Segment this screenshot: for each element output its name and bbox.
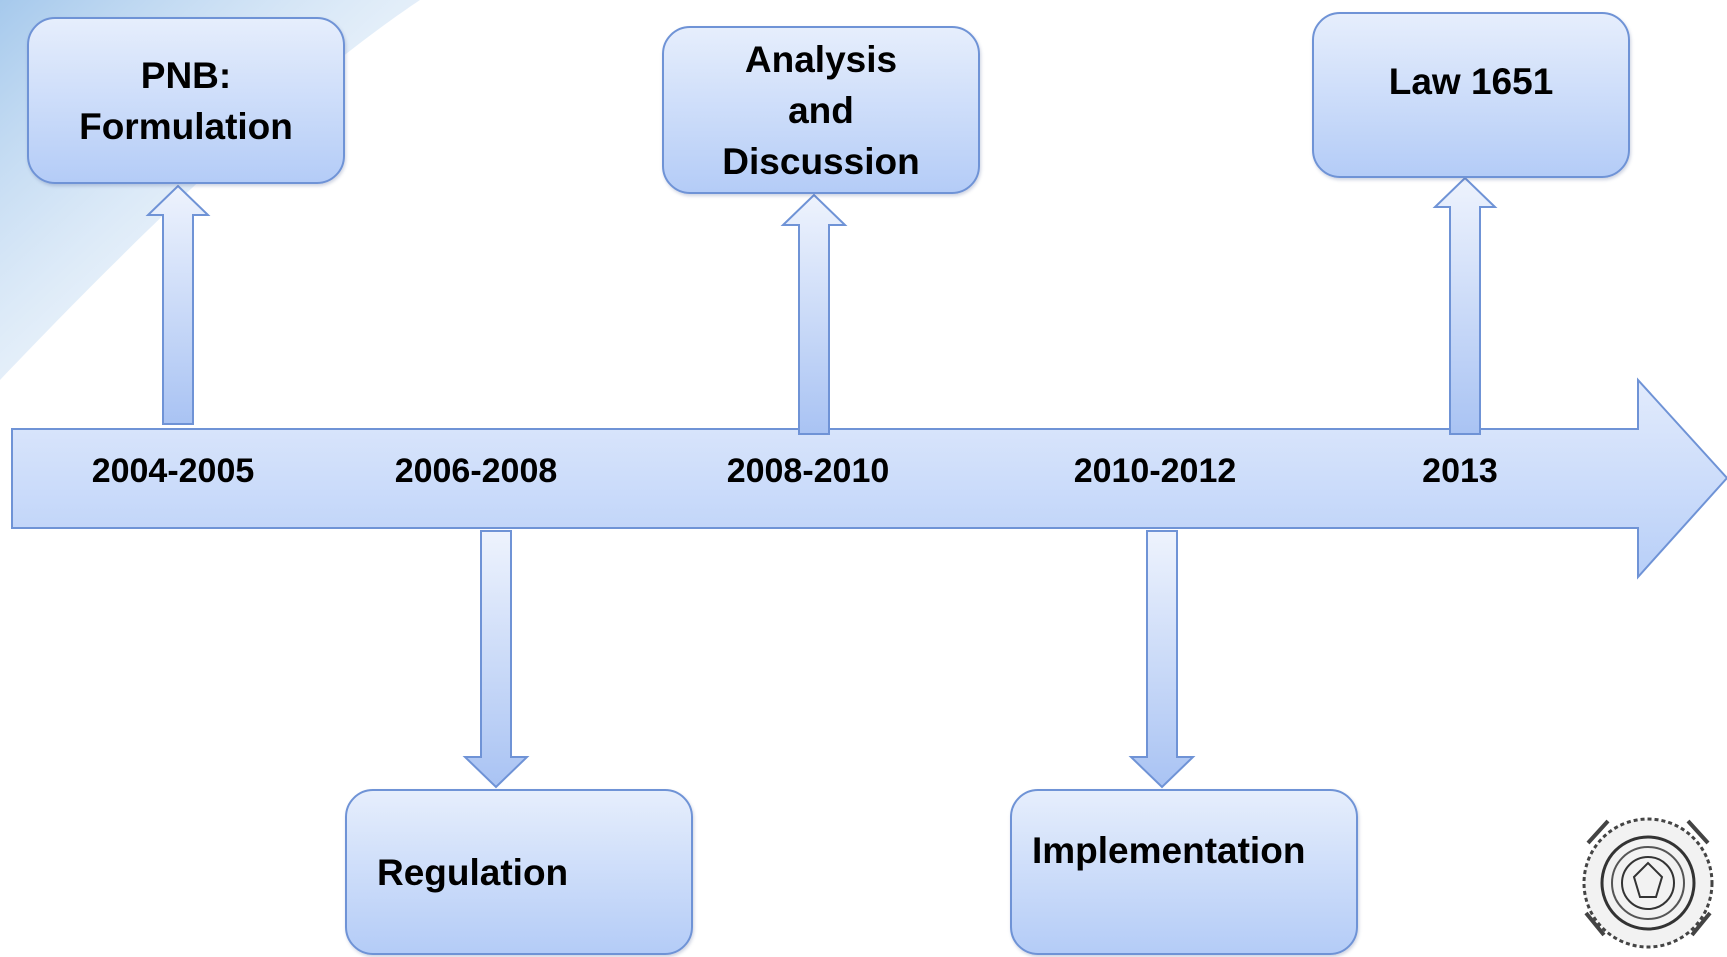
- arrow-down-2: [462, 530, 530, 789]
- event-label: Implementation: [1032, 830, 1306, 871]
- seal-icon: [1582, 817, 1714, 949]
- event-label: and: [788, 89, 854, 131]
- year-label: 2008-2010: [726, 452, 890, 490]
- event-box-regulation: Regulation: [345, 789, 693, 955]
- year-label: 2006-2008: [394, 452, 558, 490]
- timeline-bar: [11, 377, 1727, 580]
- arrow-up-5: [1432, 176, 1498, 435]
- arrow-down-4: [1128, 530, 1196, 789]
- event-box-analysis-discussion: Analysis and Discussion: [662, 26, 980, 194]
- event-label: Law 1651: [1388, 61, 1554, 102]
- year-label: 2004-2005: [91, 452, 255, 490]
- event-box-implementation: Implementation: [1010, 789, 1358, 955]
- year-label: 2013: [1422, 452, 1498, 490]
- event-label: PNB:: [140, 54, 232, 96]
- event-box-law-1651: Law 1651: [1312, 12, 1630, 178]
- event-label: Formulation: [79, 105, 293, 147]
- event-box-pnb-formulation: PNB: Formulation: [27, 17, 345, 184]
- arrow-up-3: [780, 193, 848, 435]
- year-label: 2010-2012: [1073, 452, 1237, 490]
- arrow-up-1: [145, 184, 211, 425]
- event-label: Discussion: [722, 140, 920, 182]
- event-label: Analysis: [744, 38, 898, 80]
- event-label: Regulation: [377, 851, 569, 893]
